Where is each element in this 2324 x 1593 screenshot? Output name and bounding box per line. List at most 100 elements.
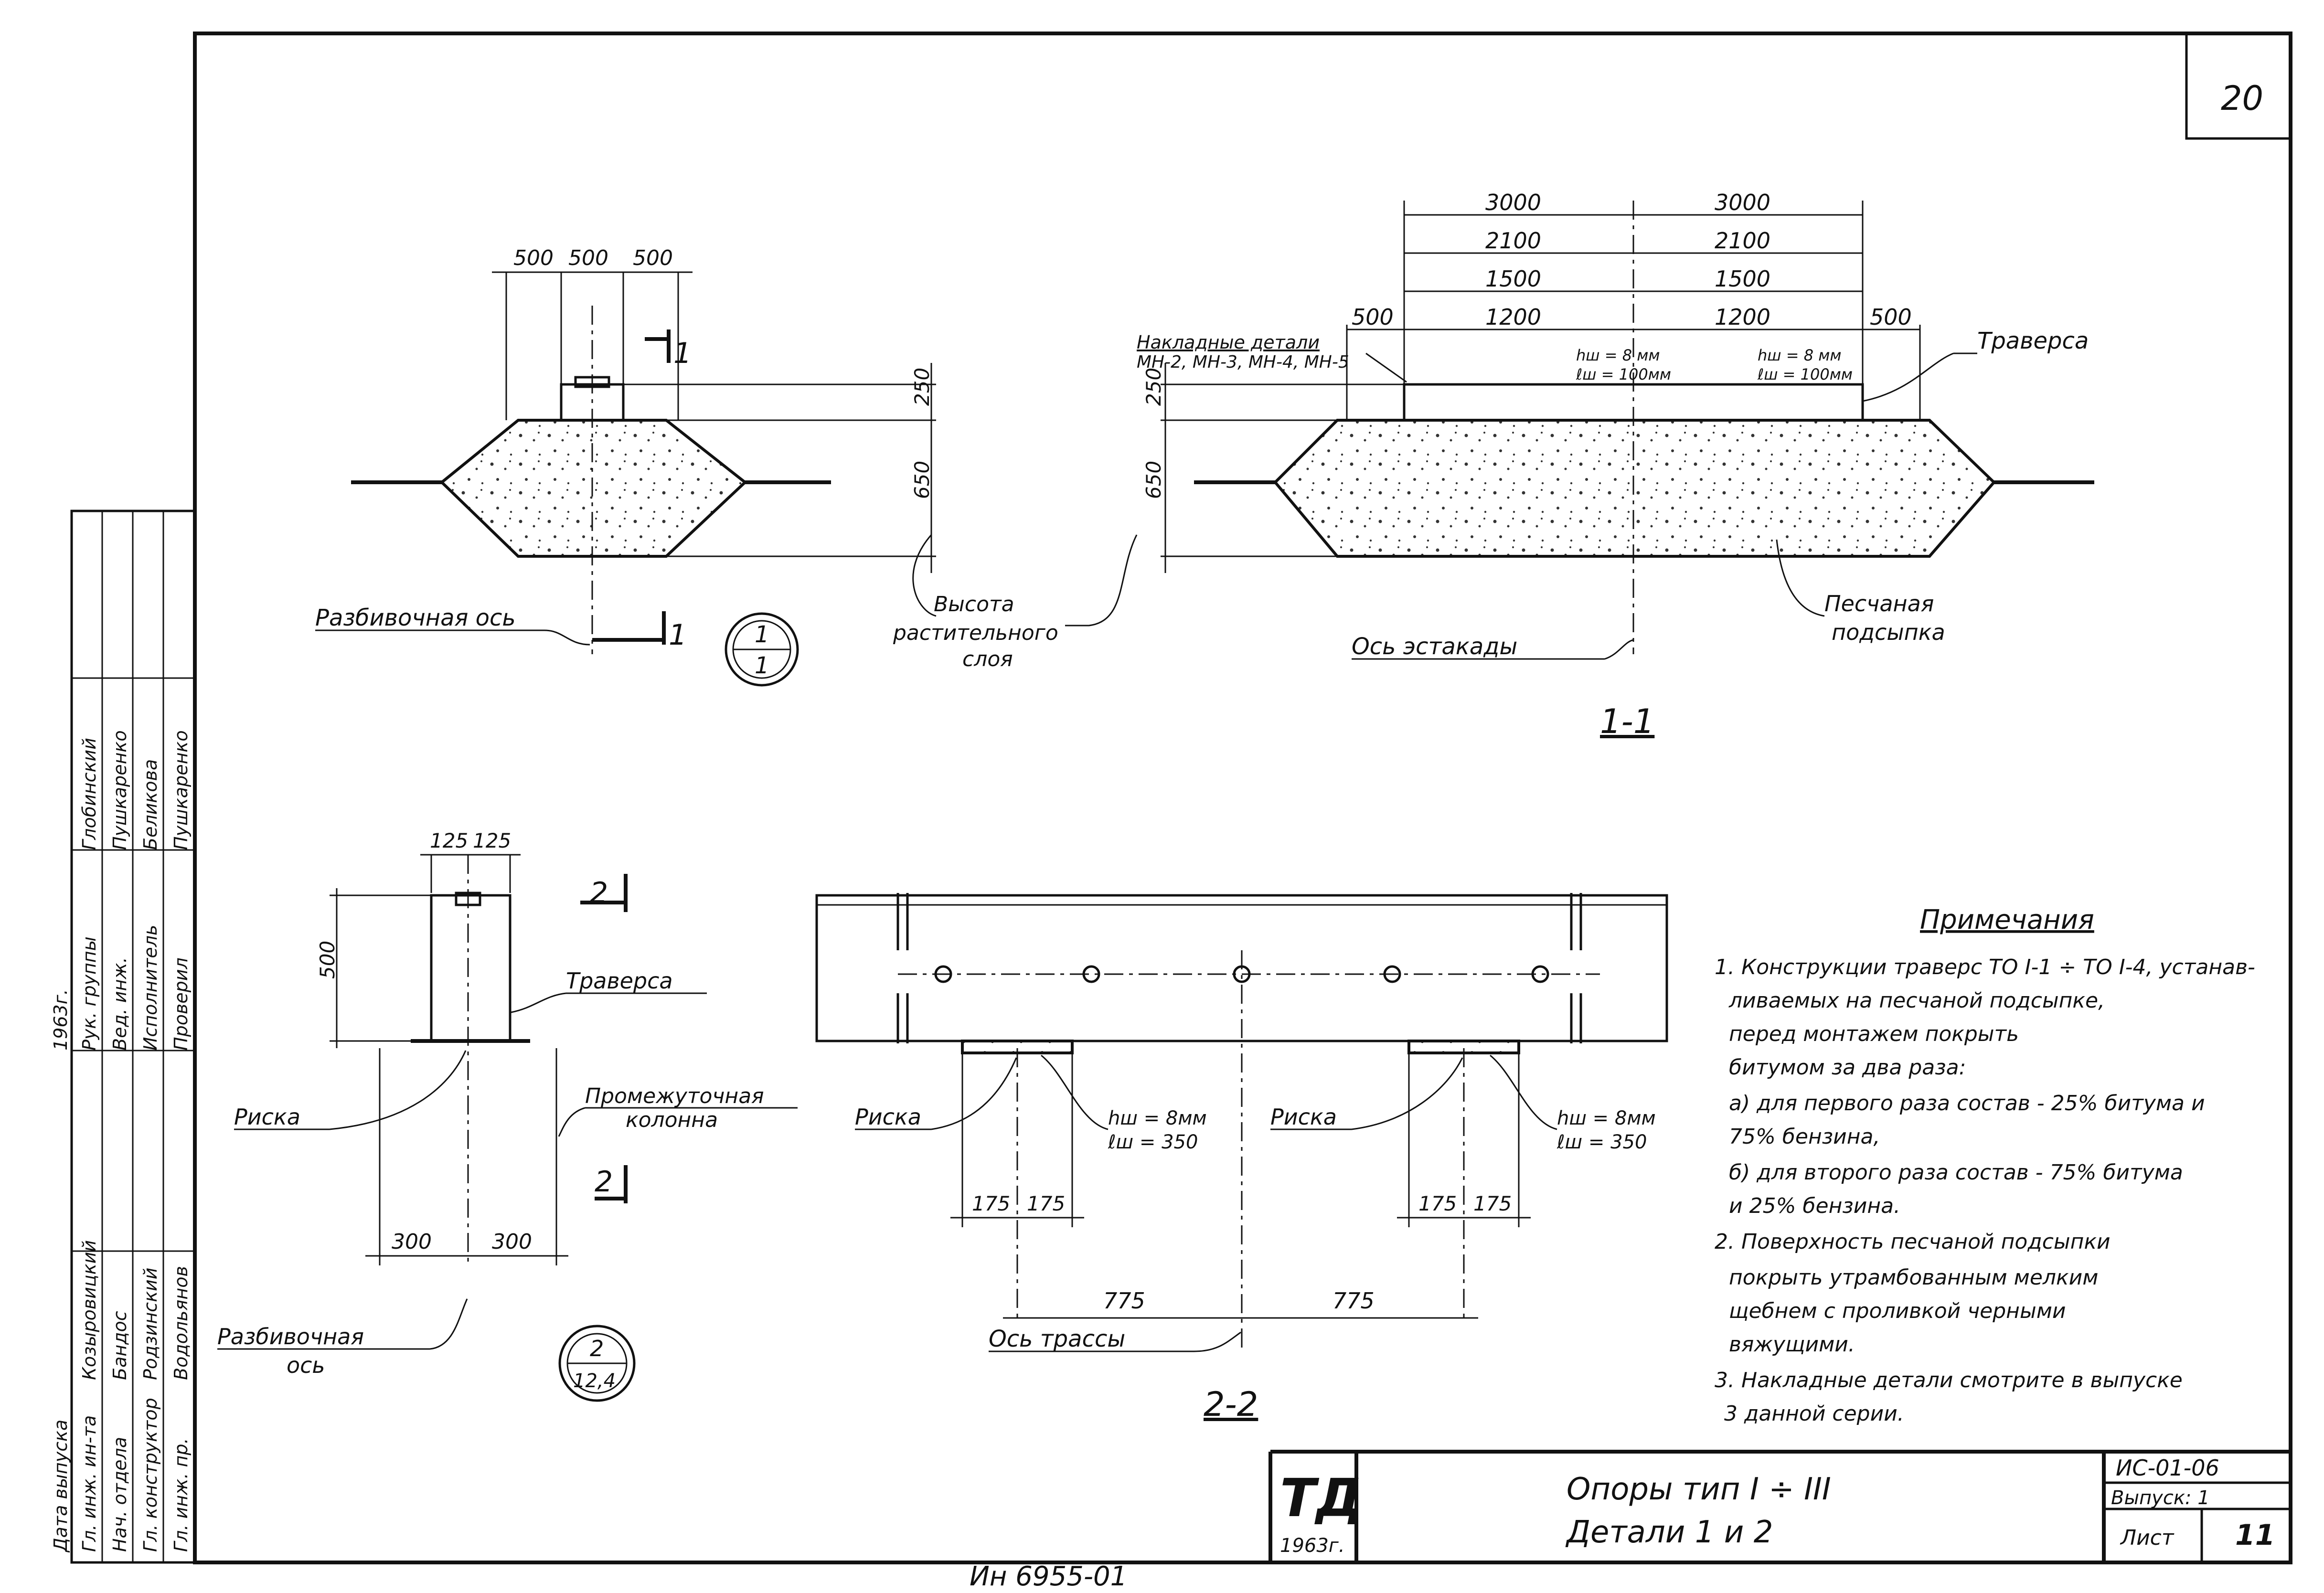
title-line1: Опоры тип I ÷ III — [1567, 1472, 1831, 1507]
dim-axis-0: 775 — [1103, 1288, 1145, 1314]
dim-v11-1500b: 1500 — [1715, 266, 1770, 292]
stamp-col3-2: Исполнитель — [140, 925, 161, 1051]
hw-v11-left: hш = 8 мм — [1576, 346, 1660, 364]
stamp-col2-3: Водольянов — [171, 1266, 192, 1380]
stamp-col1-2: Гл. конструктор — [140, 1398, 161, 1552]
risk-label-right: Риска — [1270, 1104, 1337, 1130]
circle-v1-bottom: 1 — [755, 652, 769, 679]
title-block: ТД 1963г. Опоры тип I ÷ III Детали 1 и 2… — [1269, 1450, 2291, 1562]
sheet-frame: 20 — [193, 32, 2292, 1564]
soil-label-1: Высота — [934, 592, 1014, 616]
dim-v11-250: 250 — [1142, 368, 1165, 406]
hw-right: hш = 8мм — [1557, 1107, 1656, 1129]
risk-label-v2: Риска — [234, 1104, 300, 1130]
view-1-1-section: 3000 3000 2100 2100 1500 1500 1200 1200 … — [893, 190, 2094, 741]
axis-label-v2-2: ось — [287, 1352, 325, 1378]
lw-left: ℓш = 350 — [1108, 1131, 1198, 1153]
note-line-7: и 25% бензина. — [1729, 1194, 1900, 1218]
dim-support-2: 175 — [1418, 1192, 1457, 1215]
title-year: 1963г. — [1280, 1535, 1345, 1557]
dim-v1-1: 500 — [568, 246, 608, 270]
section-title-1-1: 1-1 — [1600, 702, 1654, 741]
circle-v2-bottom: 12,4 — [573, 1370, 616, 1392]
section-mark-v1-bottom: 1 — [669, 618, 687, 652]
lw-v11-left: ℓш = 100мм — [1576, 365, 1671, 383]
column-label-2: колонна — [626, 1108, 718, 1132]
dim-v2-bottom-1: 300 — [492, 1230, 532, 1254]
note-line-1: ливаемых на песчаной подсыпке, — [1728, 988, 2105, 1013]
note-line-10: щебнем с проливкой черными — [1729, 1299, 2066, 1323]
note-line-4: а) для первого раза состав - 25% битума … — [1729, 1091, 2205, 1115]
axis-label-v2-1: Разбивочная — [217, 1324, 364, 1349]
column-label-1: Промежуточная — [585, 1084, 764, 1108]
stamp-col2-0: Козыровицкий — [79, 1240, 100, 1380]
view-2-column: 125 125 500 2 Траверса Риска Промежуточн… — [217, 829, 798, 1402]
side-stamp: Гл. инж. ин-та Козыровицкий Рук. группы … — [50, 510, 196, 1564]
page-number: 20 — [2221, 79, 2263, 118]
stamp-col2-1: Бандос — [109, 1311, 130, 1380]
stamp-col4-0: Глобинский — [79, 738, 100, 850]
hw-v11-right: hш = 8 мм — [1758, 346, 1842, 364]
hw-left: hш = 8мм — [1108, 1107, 1207, 1129]
view-1-cross-section: 500 500 500 1 250 650 1 Разбивочная ось … — [315, 246, 936, 687]
logo-td: ТД — [1280, 1467, 1363, 1529]
note-line-0: 1. Конструкции траверс ТО I-1 ÷ ТО I-4, … — [1715, 955, 2255, 979]
stamp-col1-4: Дата выпуска — [50, 1420, 71, 1553]
dim-v2-top-1: 125 — [473, 829, 511, 852]
note-line-3: битумом за два раза: — [1729, 1055, 1966, 1080]
soil-label-2: растительного — [893, 621, 1058, 645]
dim-v1-2: 500 — [633, 246, 673, 270]
axis-label-v1: Разбивочная ось — [315, 605, 516, 631]
archive-number: Ин 6955-01 — [970, 1561, 1127, 1591]
stamp-col3-4: 1963г. — [50, 989, 71, 1051]
dim-v11-1200a: 1200 — [1485, 304, 1541, 330]
traverse-label-v2: Траверса — [566, 968, 673, 994]
section-mark-v2-bottom: 2 — [595, 1165, 613, 1199]
notes-block: Примечания 1. Конструкции траверс ТО I-1… — [1715, 904, 2255, 1426]
section-title-2-2: 2-2 — [1204, 1385, 1258, 1424]
dim-v1-0: 500 — [513, 246, 554, 270]
circle-v2-top: 2 — [590, 1336, 604, 1361]
dim-v11-3000a: 3000 — [1485, 190, 1541, 215]
overlay-parts: МН-2, МН-3, МН-4, МН-5 — [1137, 352, 1349, 372]
section-mark-v2-top: 2 — [590, 876, 608, 910]
stamp-col1-0: Гл. инж. ин-та — [79, 1415, 100, 1552]
note-line-13: 3 данной серии. — [1724, 1402, 1904, 1426]
axis-label-v22: Ось трассы — [989, 1326, 1125, 1352]
notes-title: Примечания — [1920, 904, 2094, 935]
title-line2: Детали 1 и 2 — [1565, 1515, 1773, 1550]
sand-label-2: подсыпка — [1832, 619, 1945, 645]
stamp-col1-1: Нач. отдела — [109, 1437, 130, 1552]
note-line-2: перед монтажем покрыть — [1729, 1022, 2019, 1046]
stamp-col3-0: Рук. группы — [79, 936, 100, 1051]
circle-v1-top: 1 — [755, 621, 769, 648]
dim-support-0: 175 — [972, 1192, 1010, 1215]
traverse-label-v11: Траверса — [1977, 328, 2089, 354]
note-line-5: 75% бензина, — [1729, 1125, 1880, 1149]
dim-v11-650: 650 — [1142, 461, 1165, 499]
dim-support-3: 175 — [1473, 1192, 1512, 1215]
stamp-col3-3: Проверил — [171, 957, 192, 1051]
stamp-col3-1: Вед. инж. — [109, 957, 130, 1051]
note-line-9: покрыть утрамбованным мелким — [1729, 1265, 2098, 1290]
dim-v1-650: 650 — [910, 461, 934, 499]
dim-v11-1200b: 1200 — [1715, 304, 1770, 330]
stamp-col4-2: Беликова — [140, 759, 161, 850]
title-sheet-no: 11 — [2235, 1519, 2275, 1552]
stamp-col4-3: Пушкаренко — [171, 730, 192, 850]
stamp-col2-2: Родзинский — [140, 1268, 161, 1380]
overlay-label: Накладные детали — [1137, 332, 1320, 353]
soil-label-3: слоя — [962, 647, 1013, 671]
dim-support-1: 175 — [1027, 1192, 1065, 1215]
dim-axis-1: 775 — [1333, 1288, 1375, 1314]
title-sheet-label: Лист — [2120, 1526, 2175, 1550]
dim-v11-500l: 500 — [1352, 304, 1394, 330]
sand-label-1: Песчаная — [1824, 591, 1934, 616]
risk-label-left: Риска — [855, 1104, 921, 1130]
dim-v11-2100b: 2100 — [1715, 228, 1770, 254]
note-line-12: 3. Накладные детали смотрите в выпуске — [1715, 1368, 2183, 1392]
section-mark-v1-top: 1 — [673, 337, 692, 370]
dim-v2-top-0: 125 — [430, 829, 468, 852]
axis-label-v11: Ось эстакады — [1352, 633, 1517, 660]
